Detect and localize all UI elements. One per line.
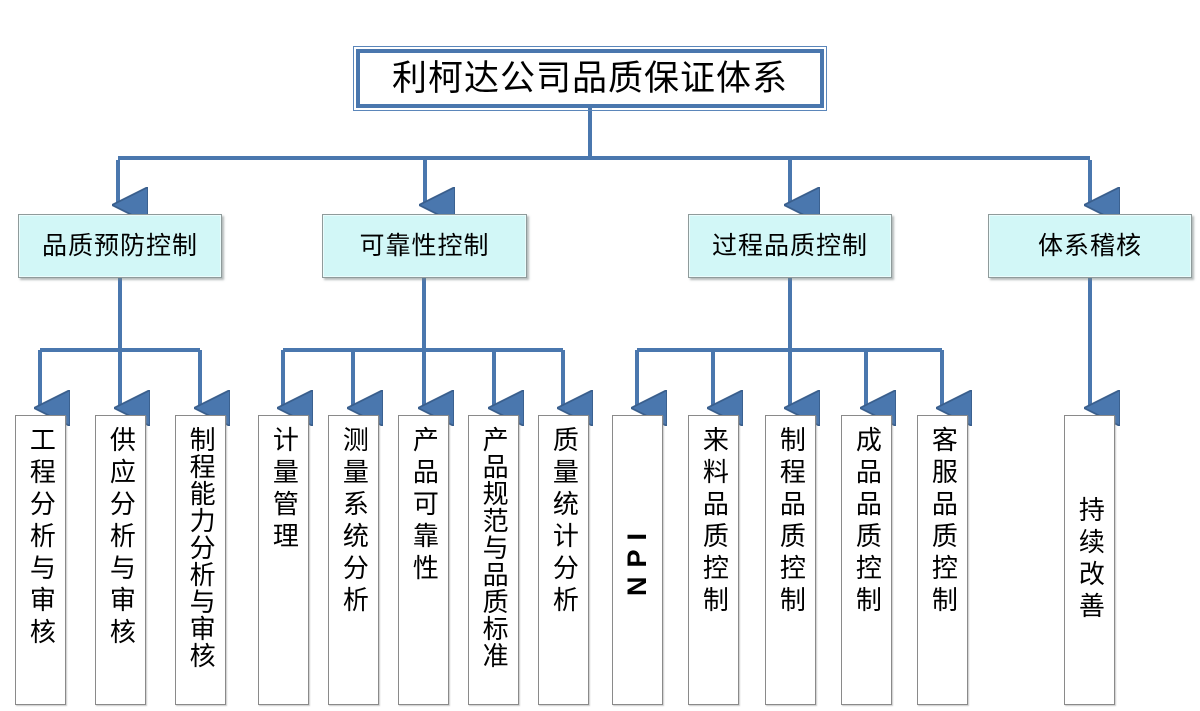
leaf-box-in-process-quality-control[interactable]: 制程品质控制: [765, 415, 816, 705]
leaf-box-product-spec-quality-standard[interactable]: 产品规范与品质标准: [468, 415, 519, 705]
leaf-label: 计量管理: [269, 426, 299, 554]
leaf-label: 产品规范与品质标准: [479, 426, 509, 669]
root-to-level2-connectors: [118, 108, 1090, 205]
leaf-label: 持续改善: [1075, 496, 1105, 624]
level2-box-reliability-control[interactable]: 可靠性控制: [322, 214, 527, 278]
branch-1-connectors: [40, 278, 200, 408]
leaf-label: 产品可靠性: [409, 426, 439, 586]
branch-3-connectors: [637, 278, 942, 408]
leaf-box-supply-analysis-audit[interactable]: 供应分析与审核: [95, 415, 146, 705]
leaf-label: 制程能力分析与审核: [186, 426, 216, 669]
leaf-label: 客服品质控制: [928, 426, 958, 618]
leaf-box-metrology-management[interactable]: 计量管理: [258, 415, 309, 705]
leaf-label: NPI: [622, 523, 653, 596]
leaf-box-npi[interactable]: NPI: [612, 415, 663, 705]
leaf-box-measurement-system-analysis[interactable]: 测量系统分析: [328, 415, 379, 705]
level2-label: 过程品质控制: [711, 232, 868, 260]
leaf-label: 测量系统分析: [339, 426, 369, 618]
leaf-label: 成品品质控制: [852, 426, 882, 618]
leaf-box-quality-statistical-analysis[interactable]: 质量统计分析: [538, 415, 589, 705]
leaf-box-customer-service-quality-control[interactable]: 客服品质控制: [917, 415, 968, 705]
leaf-box-product-reliability[interactable]: 产品可靠性: [398, 415, 449, 705]
leaf-box-finished-goods-quality-control[interactable]: 成品品质控制: [841, 415, 892, 705]
level2-box-quality-prevention[interactable]: 品质预防控制: [18, 214, 222, 278]
leaf-label: 供应分析与审核: [106, 426, 136, 650]
leaf-box-process-capability-analysis-audit[interactable]: 制程能力分析与审核: [175, 415, 226, 705]
level2-label: 可靠性控制: [359, 232, 490, 260]
level2-label: 体系稽核: [1037, 232, 1142, 260]
leaf-box-continuous-improvement[interactable]: 持续改善: [1064, 415, 1115, 705]
root-title-box[interactable]: 利柯达公司品质保证体系: [353, 46, 827, 111]
level2-label: 品质预防控制: [41, 232, 198, 260]
leaf-label: 来料品质控制: [699, 426, 729, 618]
level2-box-system-audit[interactable]: 体系稽核: [988, 214, 1192, 278]
root-title-label: 利柯达公司品质保证体系: [391, 59, 788, 98]
leaf-box-engineering-analysis-audit[interactable]: 工程分析与审核: [15, 415, 66, 705]
leaf-box-incoming-material-quality-control[interactable]: 来料品质控制: [688, 415, 739, 705]
leaf-label: 工程分析与审核: [26, 426, 56, 650]
level2-box-process-quality-control[interactable]: 过程品质控制: [688, 214, 892, 278]
branch-2-connectors: [283, 278, 563, 408]
leaf-label: 制程品质控制: [776, 426, 806, 618]
leaf-label: 质量统计分析: [549, 426, 579, 618]
